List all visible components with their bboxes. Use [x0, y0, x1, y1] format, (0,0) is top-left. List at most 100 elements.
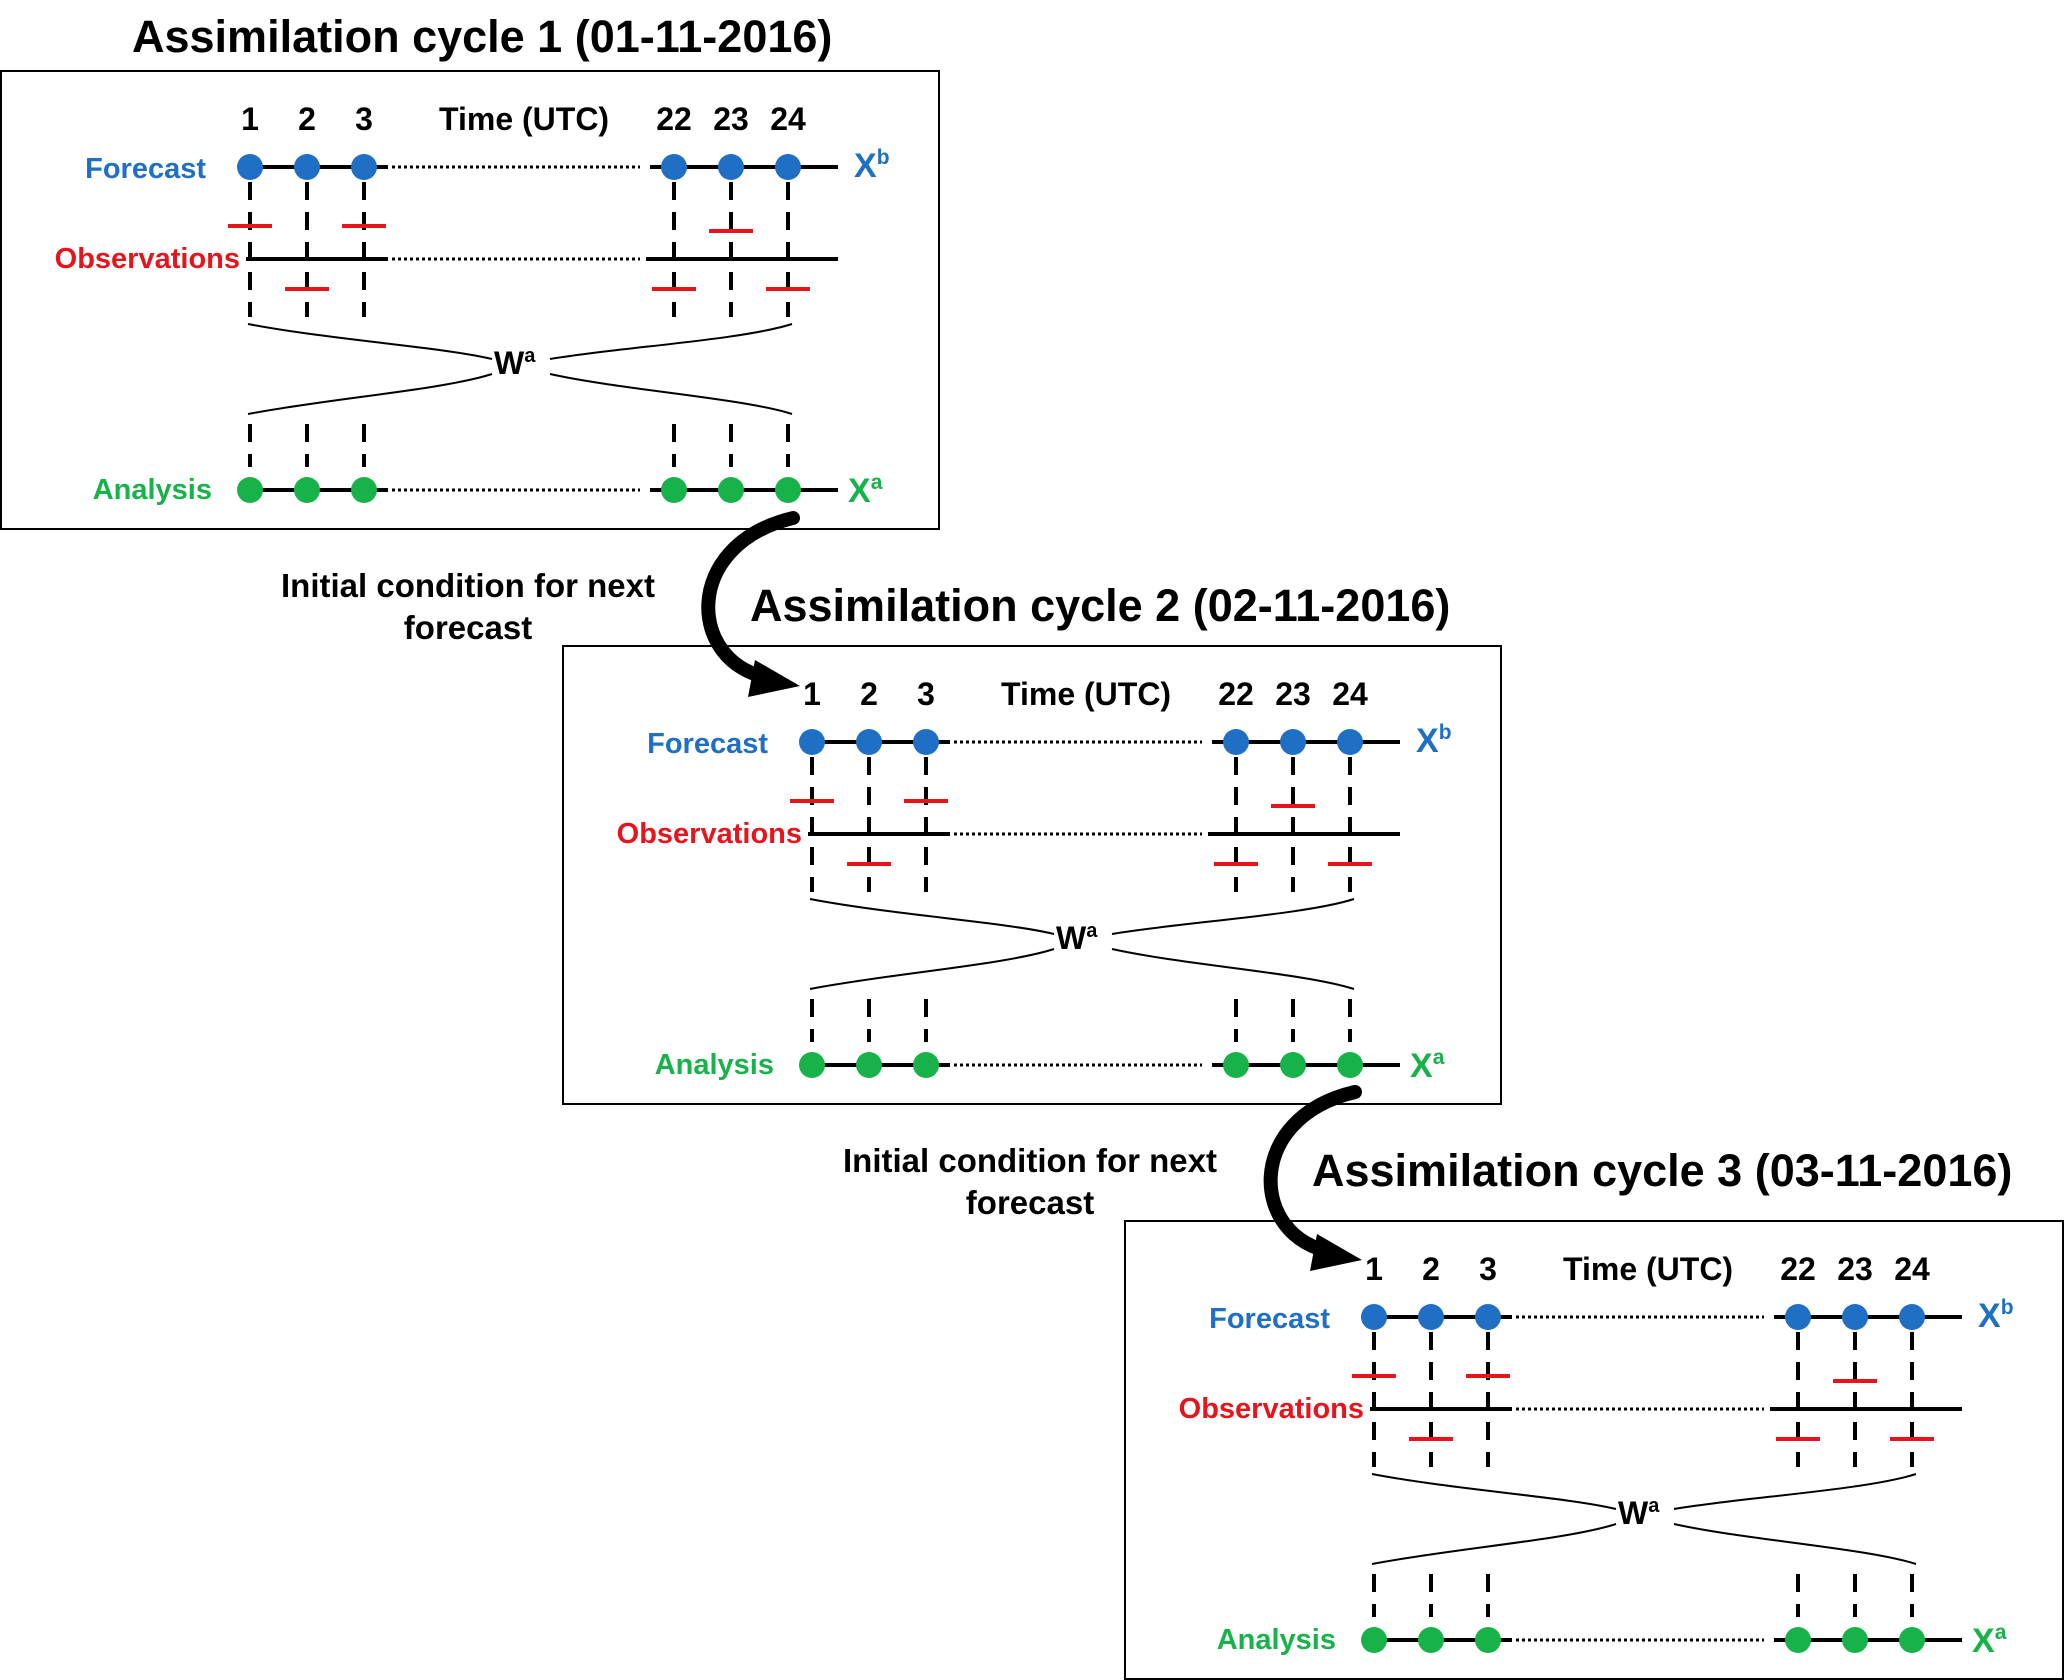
forecast-point — [799, 729, 825, 755]
initial-condition-line-1: Initial condition for next — [843, 1142, 1217, 1179]
initial-condition-label-1: Initial condition for next forecast — [238, 565, 698, 649]
forecast-label: Forecast — [647, 728, 768, 760]
time-step-label: 3 — [1479, 1251, 1497, 1287]
analysis-point — [1899, 1627, 1925, 1653]
analysis-label: Analysis — [1217, 1624, 1336, 1656]
forecast-point — [718, 154, 744, 180]
analysis-point — [799, 1052, 825, 1078]
weight-brace-curve — [809, 898, 1055, 935]
initial-condition-line-1: Initial condition for next — [281, 567, 655, 604]
analysis-state-label: Xa — [848, 471, 883, 510]
weight-matrix-label: Wa — [1618, 1495, 1660, 1531]
analysis-point — [351, 477, 377, 503]
analysis-label: Analysis — [93, 474, 212, 506]
time-step-label: 24 — [1332, 676, 1368, 712]
observations-label: Observations — [55, 243, 240, 275]
time-step-label: 1 — [241, 101, 259, 137]
time-step-label: 22 — [1780, 1251, 1816, 1287]
forecast-point — [237, 154, 263, 180]
initial-condition-line-2: forecast — [965, 1184, 1095, 1222]
time-step-label: 3 — [355, 101, 373, 137]
analysis-point — [661, 477, 687, 503]
weight-brace-curve — [1673, 1473, 1917, 1510]
forecast-point — [351, 154, 377, 180]
analysis-point — [237, 477, 263, 503]
cycle-1-title: Assimilation cycle 1 (01-11-2016) — [132, 11, 833, 62]
cycle-3-title: Assimilation cycle 3 (03-11-2016) — [1312, 1145, 2013, 1196]
background-state-label: Xb — [1416, 721, 1452, 760]
analysis-point — [1418, 1627, 1444, 1653]
weight-brace-curve — [549, 373, 793, 415]
weight-brace-curve — [549, 323, 793, 360]
forecast-label: Forecast — [85, 153, 206, 185]
analysis-point — [718, 477, 744, 503]
background-state-label: Xb — [1978, 1296, 2014, 1335]
forecast-point — [1475, 1304, 1501, 1330]
forecast-point — [775, 154, 801, 180]
time-step-label: 24 — [1894, 1251, 1930, 1287]
time-step-label: 23 — [1837, 1251, 1873, 1287]
weight-brace-curve — [247, 323, 493, 360]
time-step-label: 22 — [656, 101, 692, 137]
analysis-point — [1223, 1052, 1249, 1078]
time-step-label: 1 — [1365, 1251, 1383, 1287]
time-step-label: 1 — [803, 676, 821, 712]
observations-label: Observations — [617, 818, 802, 850]
weight-matrix-label: Wa — [1056, 920, 1098, 956]
weight-brace-curve — [247, 373, 493, 415]
time-axis-label: Time (UTC) — [1563, 1251, 1733, 1287]
time-step-label: 3 — [917, 676, 935, 712]
time-step-label: 23 — [713, 101, 749, 137]
forecast-point — [1899, 1304, 1925, 1330]
weight-brace-curve — [1371, 1473, 1617, 1510]
forecast-point — [1361, 1304, 1387, 1330]
analysis-label: Analysis — [655, 1049, 774, 1081]
analysis-point — [856, 1052, 882, 1078]
weight-brace-curve — [1371, 1523, 1617, 1565]
weight-brace-curve — [809, 948, 1055, 990]
time-step-label: 2 — [860, 676, 878, 712]
forecast-point — [1842, 1304, 1868, 1330]
forecast-point — [856, 729, 882, 755]
weight-brace-curve — [1111, 898, 1355, 935]
forecast-point — [1223, 729, 1249, 755]
forecast-point — [1418, 1304, 1444, 1330]
analysis-state-label: Xa — [1972, 1621, 2007, 1660]
analysis-point — [1475, 1627, 1501, 1653]
forecast-point — [913, 729, 939, 755]
analysis-point — [1280, 1052, 1306, 1078]
analysis-state-label: Xa — [1410, 1046, 1445, 1085]
weight-brace-curve — [1673, 1523, 1917, 1565]
forecast-point — [294, 154, 320, 180]
analysis-point — [1337, 1052, 1363, 1078]
analysis-point — [1361, 1627, 1387, 1653]
background-state-label: Xb — [854, 146, 890, 185]
analysis-point — [1785, 1627, 1811, 1653]
forecast-label: Forecast — [1209, 1303, 1330, 1335]
time-step-label: 22 — [1218, 676, 1254, 712]
initial-condition-line-2: forecast — [403, 609, 533, 647]
observations-label: Observations — [1179, 1393, 1364, 1425]
time-axis-label: Time (UTC) — [439, 101, 609, 137]
analysis-point — [775, 477, 801, 503]
time-axis-label: Time (UTC) — [1001, 676, 1171, 712]
forecast-point — [1785, 1304, 1811, 1330]
forecast-point — [1337, 729, 1363, 755]
forecast-point — [1280, 729, 1306, 755]
analysis-point — [913, 1052, 939, 1078]
time-step-label: 2 — [298, 101, 316, 137]
time-step-label: 23 — [1275, 676, 1311, 712]
analysis-point — [294, 477, 320, 503]
cycle-2-title: Assimilation cycle 2 (02-11-2016) — [750, 580, 1451, 631]
time-step-label: 2 — [1422, 1251, 1440, 1287]
analysis-point — [1842, 1627, 1868, 1653]
forecast-point — [661, 154, 687, 180]
weight-matrix-label: Wa — [494, 345, 536, 381]
weight-brace-curve — [1111, 948, 1355, 990]
